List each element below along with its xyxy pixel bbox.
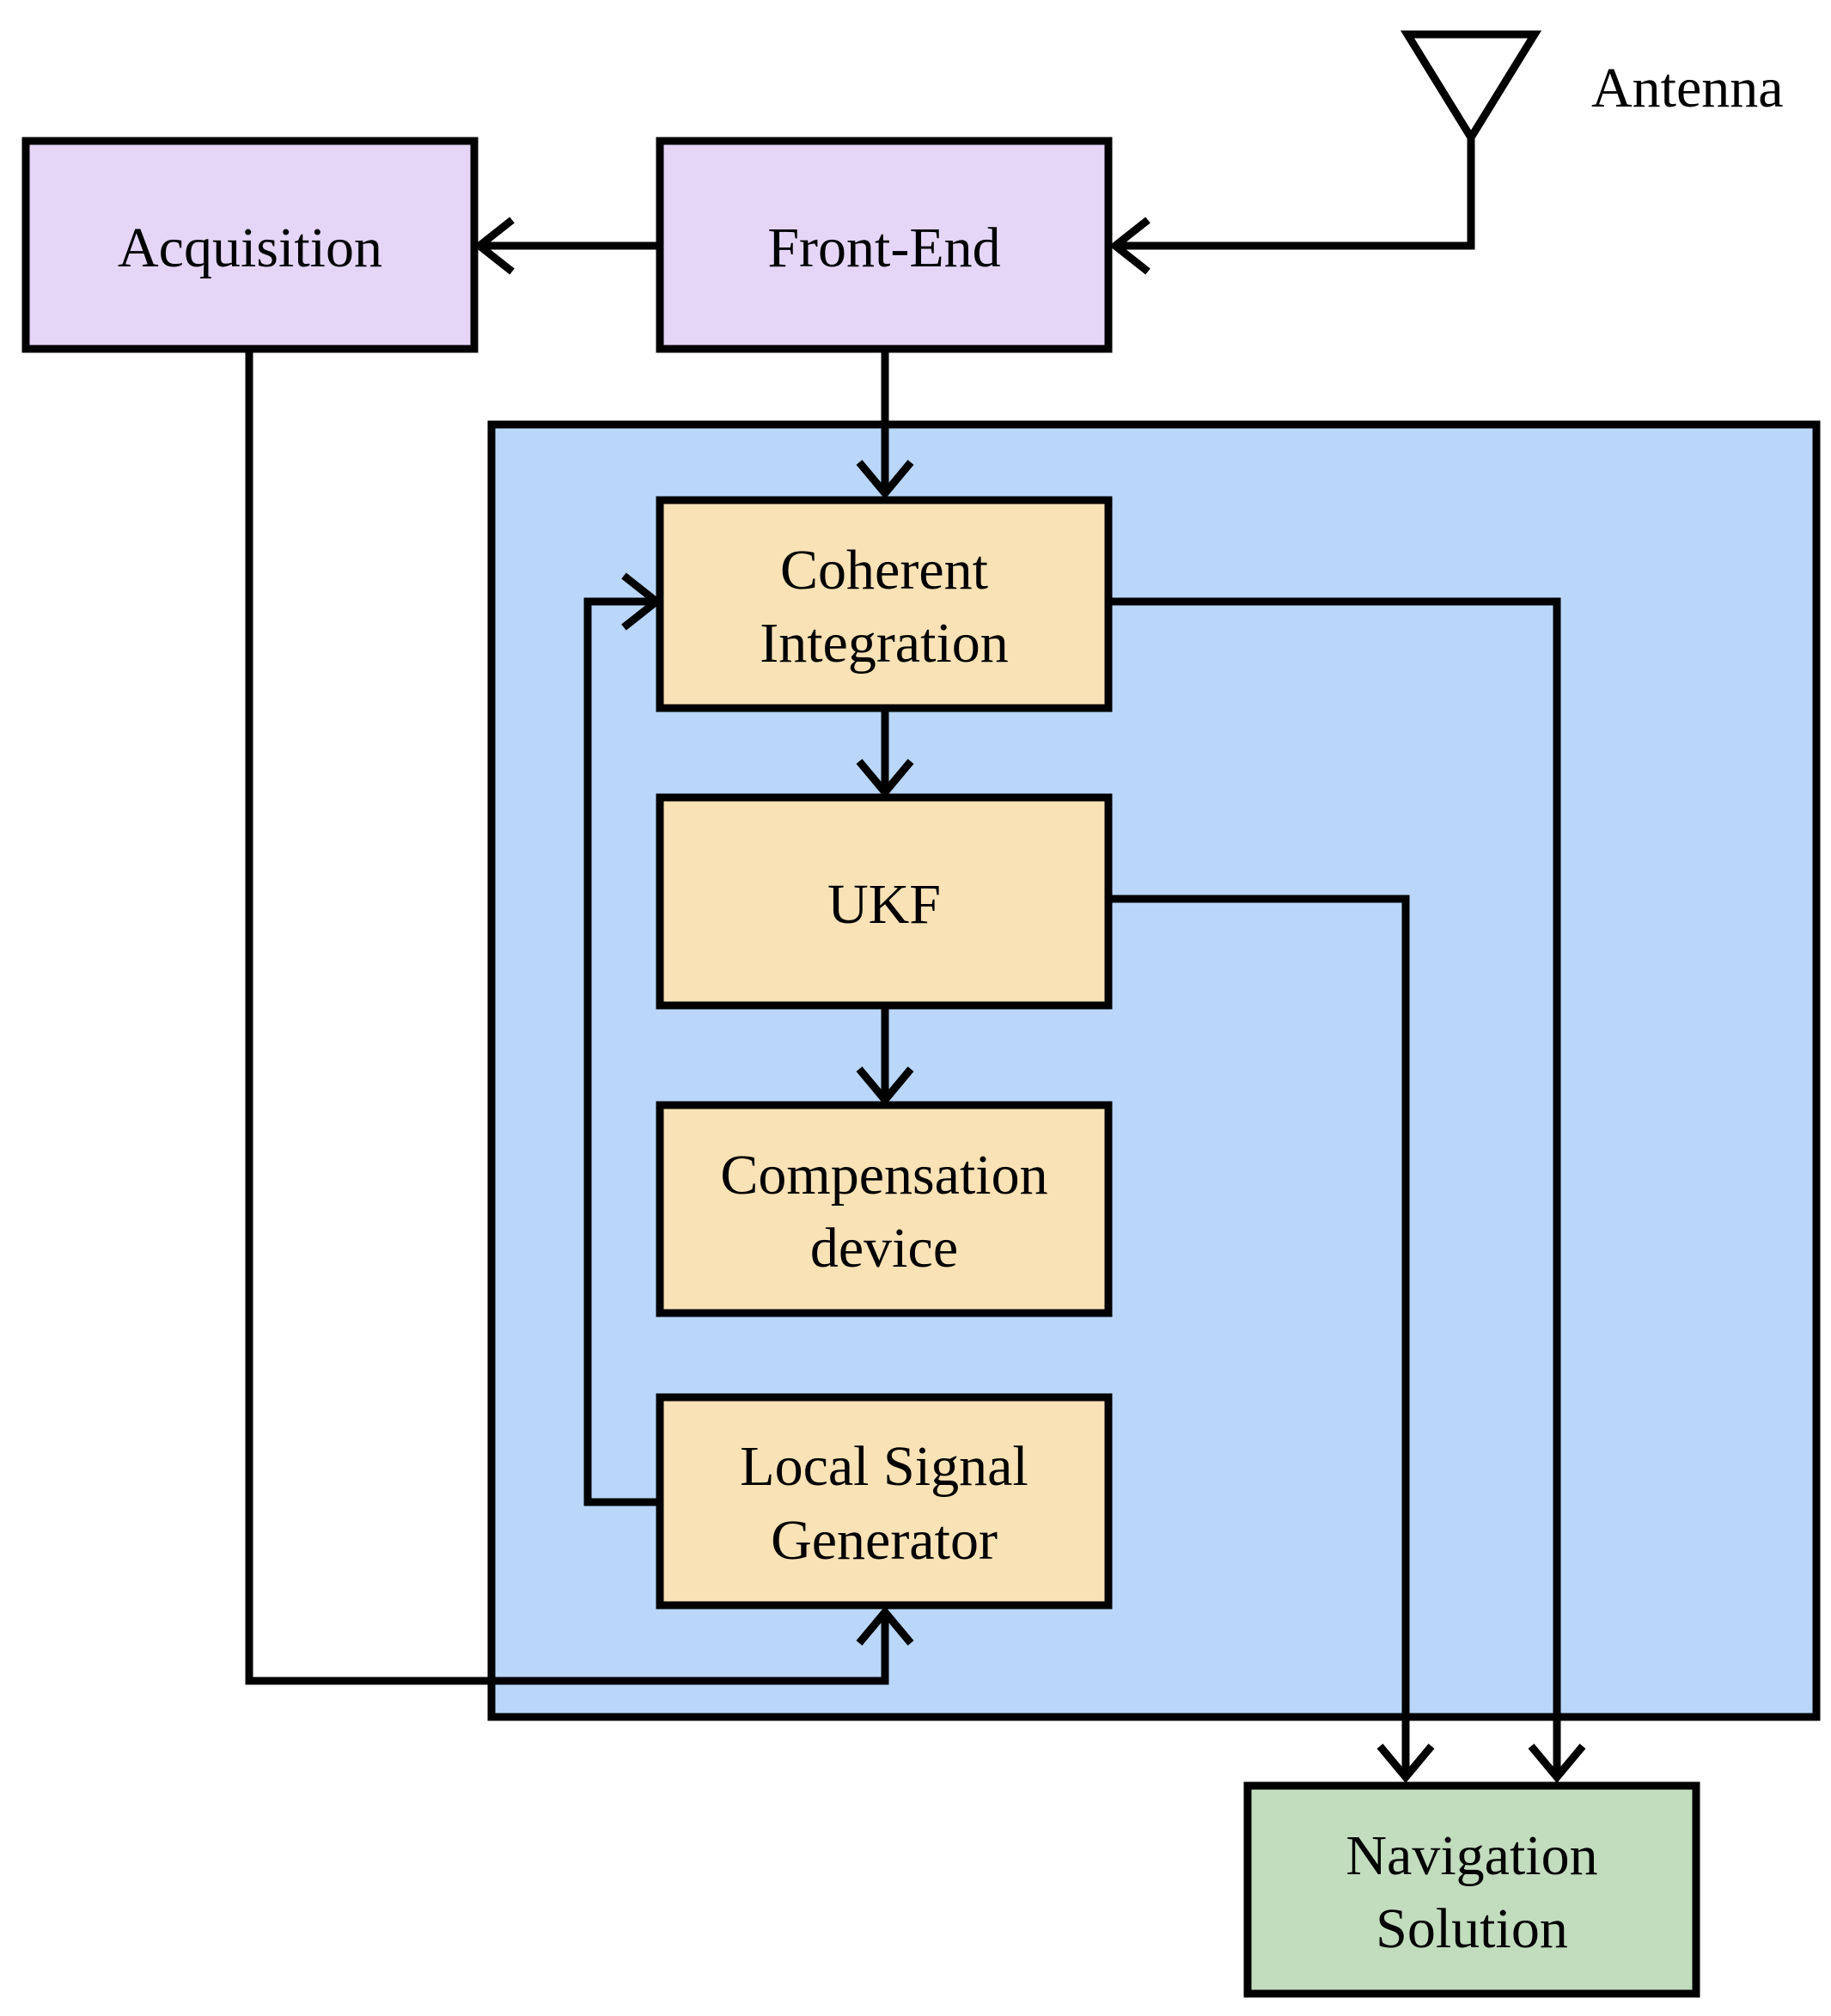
block-local-signal-generator[interactable]: Local Signal Generator (656, 1393, 1113, 1610)
antenna-to-front-end-connector (1117, 137, 1475, 250)
block-label-line-2: Solution (1376, 1897, 1568, 1960)
antenna-icon (1400, 30, 1542, 145)
arrowhead-front-end-input (1108, 217, 1150, 275)
block-label-line-1: Coherent (780, 539, 988, 602)
block-label: Front-End (767, 217, 1000, 279)
arrowhead-navigation-solution-input-right (1528, 1744, 1586, 1784)
ukf-to-navigation-solution-connector (1110, 895, 1410, 1775)
block-acquisition[interactable]: Acquisition (21, 137, 479, 353)
block-label-line-2: Integration (760, 612, 1009, 675)
block-coherent-integration[interactable]: Coherent Integration (656, 496, 1113, 712)
antenna-label: Antenna (1591, 57, 1784, 119)
block-label: Acquisition (118, 217, 382, 279)
arrowhead-local-signal-generator-input (856, 1605, 914, 1646)
block-label-line-1: Compensation (720, 1144, 1047, 1207)
arrowhead-ukf-input (856, 759, 914, 799)
acquisition-to-local-signal-generator-connector (245, 351, 889, 1685)
local-signal-generator-to-coherent-integration-connector (583, 597, 660, 1506)
block-label-line-1: Navigation (1346, 1824, 1597, 1887)
arrowhead-compensation-device-input (856, 1066, 914, 1107)
block-compensation-device[interactable]: Compensation device (656, 1101, 1113, 1317)
block-navigation-solution[interactable]: Navigation Solution (1243, 1781, 1700, 1998)
arrowhead-navigation-solution-input-left (1376, 1744, 1435, 1784)
block-front-end[interactable]: Front-End (656, 137, 1113, 353)
block-label: UKF (827, 873, 941, 936)
block-label-line-1: Local Signal (740, 1435, 1028, 1498)
arrowhead-coherent-integration-top-input (856, 460, 914, 500)
block-label-line-2: Generator (771, 1509, 998, 1572)
arrowhead-acquisition-input (473, 217, 515, 275)
block-ukf[interactable]: UKF (656, 793, 1113, 1010)
coherent-integration-to-navigation-solution-connector (1110, 597, 1561, 1775)
block-label-line-2: device (810, 1217, 958, 1280)
